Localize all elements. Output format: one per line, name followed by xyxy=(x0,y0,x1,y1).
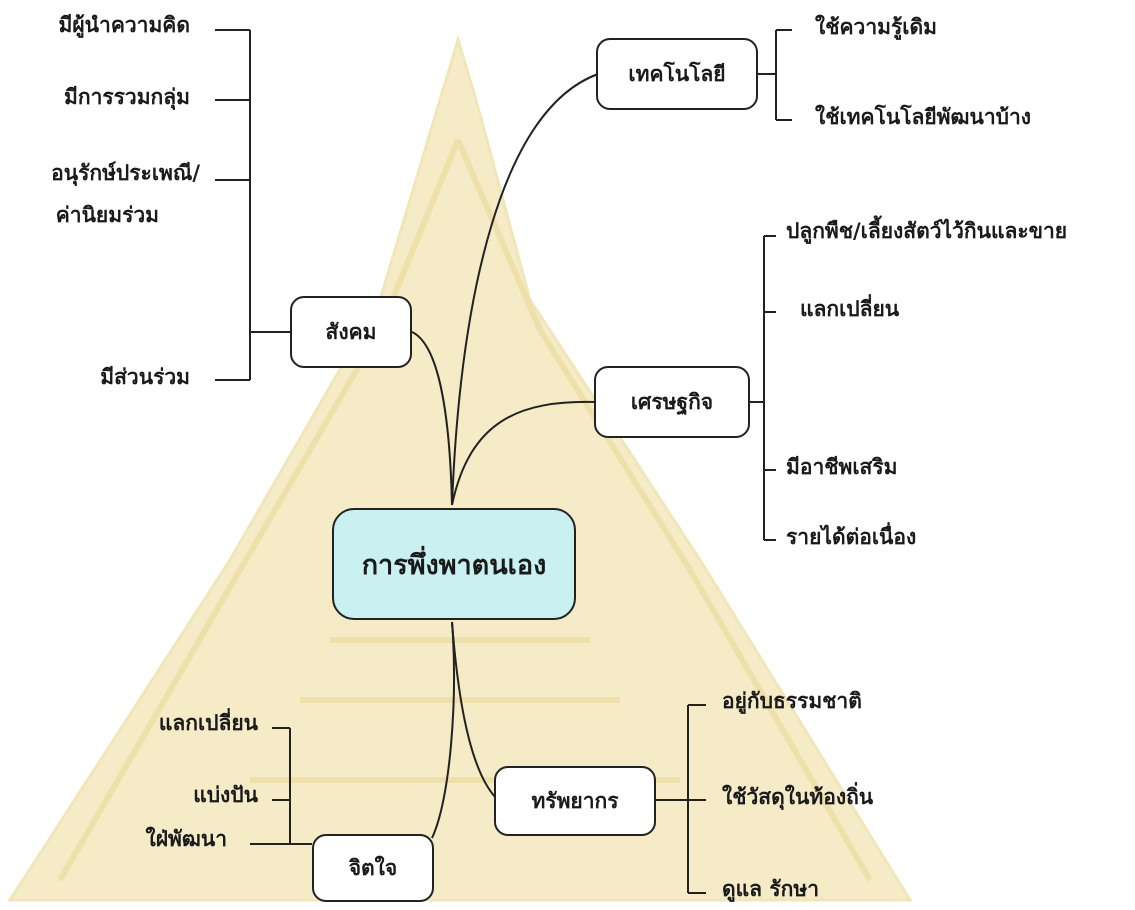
branch-resources: ทรัพยากร xyxy=(494,766,656,836)
branch-mind: จิตใจ xyxy=(312,834,434,902)
technology-item-1: ใช้ความรู้เดิม xyxy=(815,15,937,39)
technology-title: เทคโนโลยี xyxy=(628,61,726,86)
link-center-mind xyxy=(431,621,455,839)
center-label: การพึ่งพาตนเอง xyxy=(361,549,547,581)
resources-item-1: อยู่กับธรรมชาติ xyxy=(722,689,862,713)
society-title: สังคม xyxy=(325,319,377,344)
society-item-3: อนุรักษ์ประเพณี/ xyxy=(51,161,200,185)
link-center-society xyxy=(411,331,453,506)
resources-title: ทรัพยากร xyxy=(531,788,619,813)
economy-item-1: ปลูกพืช/เลี้ยงสัตว์ไว้กินและขาย xyxy=(786,219,1068,243)
center-node: การพึ่งพาตนเอง xyxy=(332,508,576,620)
society-item-5: มีส่วนร่วม xyxy=(100,365,190,389)
mind-item-3: ใฝ่พัฒนา xyxy=(145,827,227,851)
technology-item-2: ใช้เทคโนโลยีพัฒนาบ้าง xyxy=(815,105,1031,129)
society-item-1: มีผู้นำความคิด xyxy=(58,13,190,37)
link-center-resources xyxy=(451,621,497,799)
resources-item-2: ใช้วัสดุในท้องถิ่น xyxy=(722,785,874,809)
resources-item-3: ดูแล รักษา xyxy=(722,877,819,901)
branch-economy: เศรษฐกิจ xyxy=(594,366,750,438)
mind-item-1: แลกเปลี่ยน xyxy=(158,711,258,735)
economy-item-3: มีอาชีพเสริม xyxy=(786,455,898,479)
economy-item-2: แลกเปลี่ยน xyxy=(800,297,900,321)
link-center-technology xyxy=(451,73,599,506)
economy-item-4: รายได้ต่อเนื่อง xyxy=(786,525,917,549)
economy-title: เศรษฐกิจ xyxy=(630,389,714,414)
mind-item-2: แบ่งปัน xyxy=(193,783,258,807)
link-center-economy xyxy=(451,400,597,506)
watermark-spire xyxy=(7,34,913,902)
branch-society: สังคม xyxy=(290,296,412,368)
branch-technology: เทคโนโลยี xyxy=(596,38,758,110)
society-item-2: มีการรวมกลุ่ม xyxy=(64,85,190,109)
society-item-4: ค่านิยมร่วม xyxy=(55,203,159,227)
mind-title: จิตใจ xyxy=(348,855,398,880)
